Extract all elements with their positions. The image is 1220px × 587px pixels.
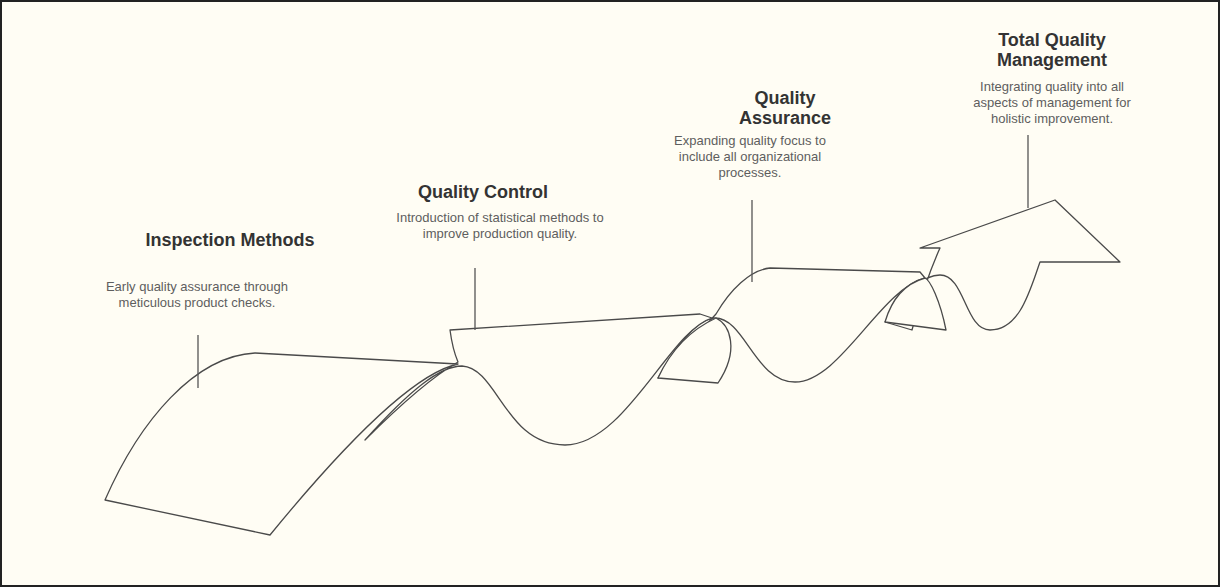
stage-description: Introduction of statistical methods to i…	[380, 210, 620, 242]
stage-heading: Quality Assurance	[715, 88, 855, 128]
stage-description: Early quality assurance through meticulo…	[77, 279, 317, 311]
leader-line	[1027, 135, 1028, 208]
stage-heading: Inspection Methods	[145, 230, 315, 250]
stage-description: Integrating quality into all aspects of …	[957, 79, 1147, 127]
stage-description: Expanding quality focus to include all o…	[665, 133, 835, 181]
stage-heading: Quality Control	[373, 182, 593, 202]
ribbon-arrow	[885, 200, 1120, 330]
stage-heading: Total Quality Management	[952, 30, 1152, 70]
ribbon-fold	[658, 318, 731, 383]
leader-line	[474, 268, 475, 330]
ribbon-segment	[105, 353, 458, 535]
leader-line	[197, 335, 198, 388]
ribbon-fold	[885, 278, 946, 330]
leader-line	[751, 200, 752, 282]
